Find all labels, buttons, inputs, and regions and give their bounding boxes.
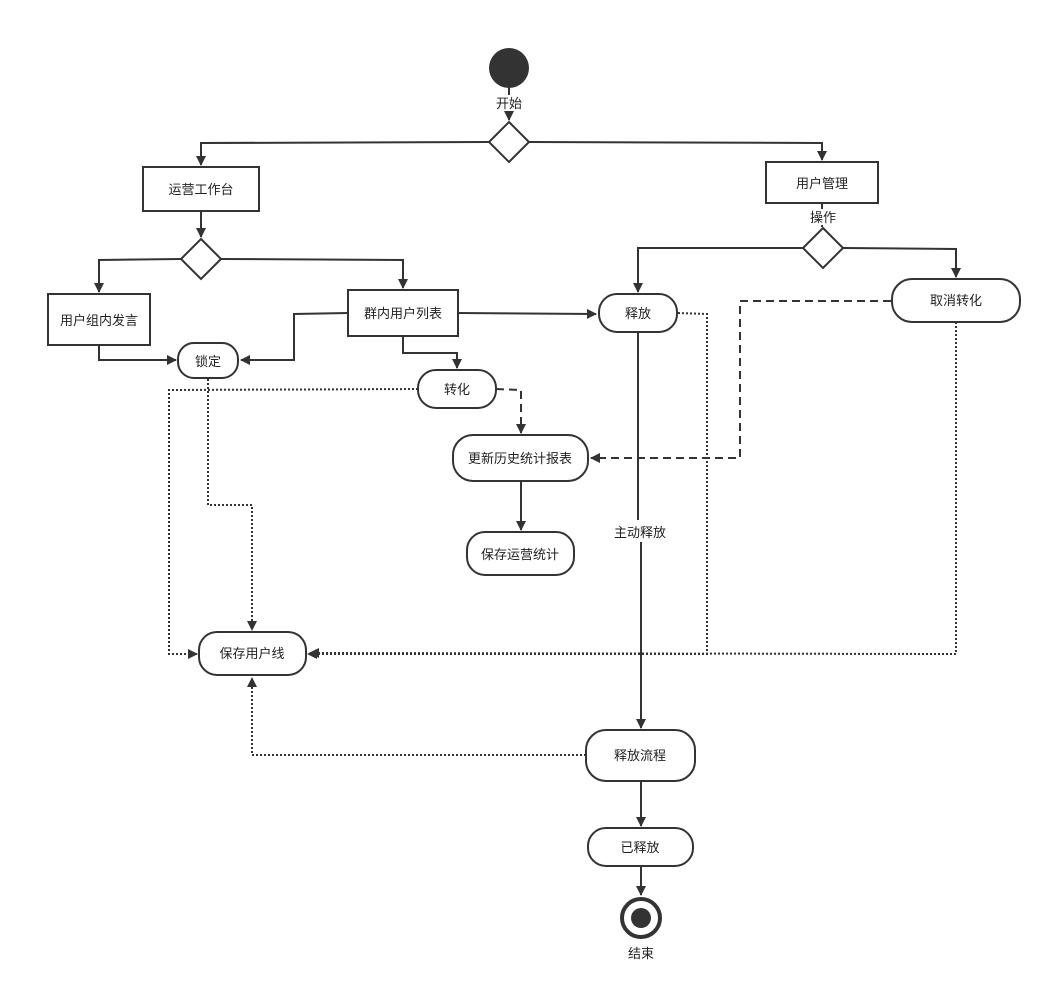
edge-cancel-convert-to-update-report	[590, 300, 891, 463]
cancel-convert-node: 取消转化	[891, 278, 1021, 323]
edge-convert-to-update-report	[495, 388, 526, 434]
active-release-label-bg	[610, 522, 670, 540]
active-release-label: 主动释放	[614, 526, 666, 541]
decision-operation	[801, 226, 845, 270]
operation-label: 操作	[810, 210, 836, 226]
operation-label-bg	[806, 209, 840, 225]
decision-ops	[179, 237, 223, 281]
edge-decision-to-group-speech	[94, 258, 182, 293]
convert-label: 转化	[444, 383, 470, 398]
release-process-label: 释放流程	[614, 749, 666, 764]
convert-box	[417, 369, 497, 409]
edge-group-user-list-to-lock	[240, 312, 349, 365]
group-speech-node: 用户组内发言	[47, 293, 151, 346]
edge-group-user-list-to-release	[457, 308, 597, 319]
group-user-list-box	[347, 289, 459, 337]
edge-decision-to-group-user-list	[220, 258, 408, 289]
save-ops-stats-node: 保存运营统计	[466, 531, 575, 576]
lock-label: 锁定	[195, 354, 221, 370]
edge-decision-to-cancel-convert	[842, 247, 961, 278]
update-history-report-node: 更新历史统计报表	[452, 434, 589, 482]
ops-workbench-label: 运营工作台	[168, 183, 233, 198]
lock-box	[177, 342, 239, 379]
released-box	[587, 827, 694, 867]
ops-workbench-node: 运营工作台	[142, 166, 260, 212]
save-ops-stats-label: 保存运营统计	[481, 548, 559, 563]
edge-decision-to-release	[633, 247, 803, 293]
start-label-bg	[494, 95, 524, 111]
update-history-report-label: 更新历史统计报表	[468, 451, 572, 467]
edge-cancel-convert-to-save-user-line	[309, 322, 957, 659]
edge-convert-to-save-user-line	[168, 388, 419, 659]
edge-group-user-list-to-convert	[402, 336, 462, 369]
group-user-list-node: 群内用户列表	[347, 289, 459, 337]
ops-workbench-box	[142, 166, 260, 212]
edge-decision-to-user-management	[528, 141, 827, 161]
start-dot	[489, 48, 529, 88]
save-ops-stats-box	[466, 531, 575, 576]
group-user-list-label: 群内用户列表	[364, 306, 442, 322]
user-management-box	[765, 161, 879, 204]
start-label: 开始	[496, 97, 522, 112]
edge-release-to-save-user-line	[307, 312, 708, 659]
save-user-line-label: 保存用户线	[219, 646, 284, 662]
group-speech-box	[47, 293, 151, 346]
release-node: 释放	[598, 293, 678, 333]
start-node: 开始	[489, 48, 529, 112]
edge-release-process-to-save-user-line	[247, 677, 586, 756]
cancel-convert-box	[891, 278, 1021, 323]
released-node: 已释放	[587, 827, 694, 867]
edge-lock-to-save-user-line	[207, 379, 257, 631]
edge-decision-to-ops-workbench	[196, 141, 490, 166]
release-process-box	[585, 729, 696, 782]
release-label: 释放	[625, 307, 651, 322]
cancel-convert-label: 取消转化	[930, 294, 982, 309]
convert-node: 转化	[417, 369, 497, 409]
edges	[94, 88, 961, 896]
group-speech-label: 用户组内发言	[60, 313, 138, 329]
update-history-report-box	[452, 434, 589, 482]
end-node: 结束	[620, 897, 662, 962]
decision-main	[487, 120, 531, 164]
end-dot	[631, 908, 651, 928]
active-release-edge-label: 主动释放	[610, 522, 670, 541]
end-label: 结束	[628, 947, 654, 962]
save-user-line-node: 保存用户线	[198, 631, 307, 676]
release-box	[598, 293, 678, 333]
user-management-label: 用户管理	[796, 176, 848, 192]
user-management-node: 用户管理 操作	[765, 161, 879, 226]
edge-group-speech-to-lock	[98, 346, 177, 365]
lock-node: 锁定	[177, 342, 239, 379]
save-user-line-box	[198, 631, 307, 676]
released-label: 已释放	[620, 841, 659, 856]
release-process-node: 释放流程	[585, 729, 696, 782]
